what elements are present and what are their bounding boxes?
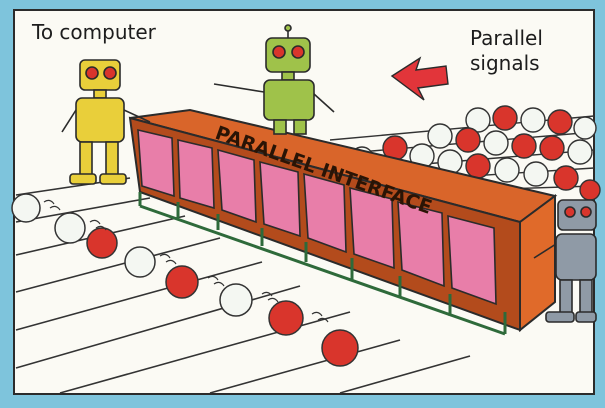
robot-green-icon bbox=[213, 24, 335, 135]
parallel-signals-line1: Parallel bbox=[470, 26, 543, 50]
to-computer-label: To computer bbox=[32, 20, 156, 44]
robot-grey-icon bbox=[533, 199, 597, 323]
robot-yellow-icon bbox=[61, 59, 151, 185]
arrow-left-icon bbox=[390, 56, 449, 101]
output-signals bbox=[11, 193, 359, 367]
parallel-signals-line2: signals bbox=[470, 51, 540, 75]
parallel-signals-label: Parallel signals bbox=[470, 26, 590, 76]
motion-lines bbox=[43, 199, 329, 323]
interface-gates bbox=[137, 128, 497, 306]
parallel-interface: PARALLEL INTERFACE bbox=[128, 108, 558, 336]
